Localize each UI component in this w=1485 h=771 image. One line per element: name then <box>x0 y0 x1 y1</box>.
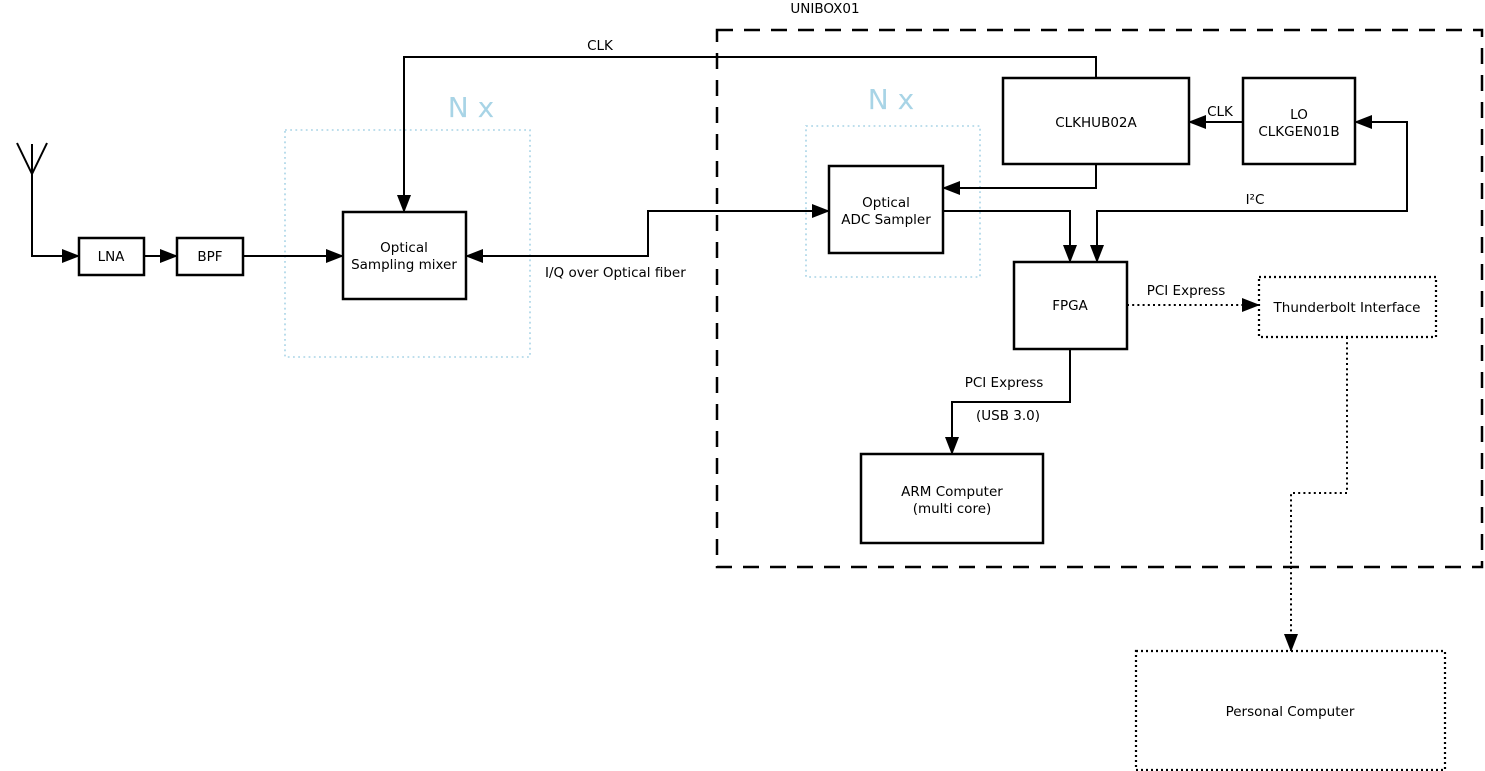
fpga-box <box>1012 260 1129 351</box>
block-lna: LNA <box>77 236 146 277</box>
clkhub-box <box>1001 76 1191 166</box>
mixer-multiplier-label: N x <box>448 91 494 124</box>
mixer-multiplier-group-box <box>284 129 531 358</box>
arm-computer-label-line2: (multi core) <box>913 501 992 517</box>
adc-multiplier-label: N x <box>868 83 914 116</box>
optical-adc-sampler-label-line1: Optical <box>862 195 910 211</box>
block-fpga: FPGA <box>1012 260 1129 351</box>
i2c-label: I²C <box>1246 192 1265 208</box>
thunderbolt-interface-box <box>1257 275 1438 339</box>
optical-fiber-label: I/Q over Optical fiber <box>545 265 686 281</box>
lo-clkgen-box <box>1241 76 1357 166</box>
bpf-label: BPF <box>197 249 222 265</box>
lna-box <box>77 236 146 277</box>
antenna-icon <box>31 142 48 175</box>
arm-computer-box <box>859 452 1045 545</box>
optical-sampling-mixer-label-line2: Sampling mixer <box>351 257 457 273</box>
block-clkhub: CLKHUB02A <box>1001 76 1191 166</box>
pcie-to-arm-label: PCI Express <box>965 375 1044 391</box>
edge-fpga-to-arm <box>945 349 1071 455</box>
clk-lo-to-hub-label: CLK <box>1207 104 1234 120</box>
block-optical-adc-sampler: Optical ADC Sampler <box>827 164 945 255</box>
clk-to-mixer-label: CLK <box>587 38 614 54</box>
arm-computer-label-line1: ARM Computer <box>901 484 1003 500</box>
optical-sampling-mixer-label-line1: Optical <box>380 240 428 256</box>
thunderbolt-interface-label: Thunderbolt Interface <box>1273 300 1421 316</box>
bpf-box <box>175 236 245 277</box>
block-personal-computer: Personal Computer <box>1134 649 1447 771</box>
edge-adc-to-fpga <box>943 210 1077 263</box>
usb-label: (USB 3.0) <box>976 408 1040 424</box>
block-arm-computer: ARM Computer (multi core) <box>859 452 1045 545</box>
optical-sampling-mixer-box <box>341 210 468 301</box>
edge-i2c-fpga-to-lo <box>1090 115 1408 263</box>
optical-adc-sampler-box <box>827 164 945 255</box>
fpga-label: FPGA <box>1052 298 1088 314</box>
adc-multiplier-group-box <box>805 125 981 278</box>
unibox-enclosure <box>715 28 1484 569</box>
unibox-enclosure-label: UNIBOX01 <box>790 1 859 17</box>
edge-optical-fiber-link <box>465 204 830 263</box>
block-lo-clkgen: LO CLKGEN01B <box>1241 76 1357 166</box>
lo-clkgen-label-line1: LO <box>1290 107 1308 123</box>
lo-clkgen-label-line2: CLKGEN01B <box>1258 124 1339 140</box>
block-bpf: BPF <box>175 236 245 277</box>
edge-antenna-to-lna <box>31 144 80 263</box>
personal-computer-box <box>1134 649 1447 771</box>
personal-computer-label: Personal Computer <box>1226 704 1355 720</box>
antenna-icon <box>16 142 33 175</box>
clkhub-label: CLKHUB02A <box>1055 115 1137 131</box>
edge-clkhub-to-mixer-clk <box>397 56 1097 213</box>
pcie-to-thunderbolt-label: PCI Express <box>1147 283 1226 299</box>
optical-adc-sampler-label-line2: ADC Sampler <box>841 212 931 228</box>
edge-thunderbolt-to-pc <box>1284 337 1348 652</box>
block-optical-sampling-mixer: Optical Sampling mixer <box>341 210 468 301</box>
lna-label: LNA <box>98 249 126 265</box>
block-thunderbolt-interface: Thunderbolt Interface <box>1257 275 1438 339</box>
